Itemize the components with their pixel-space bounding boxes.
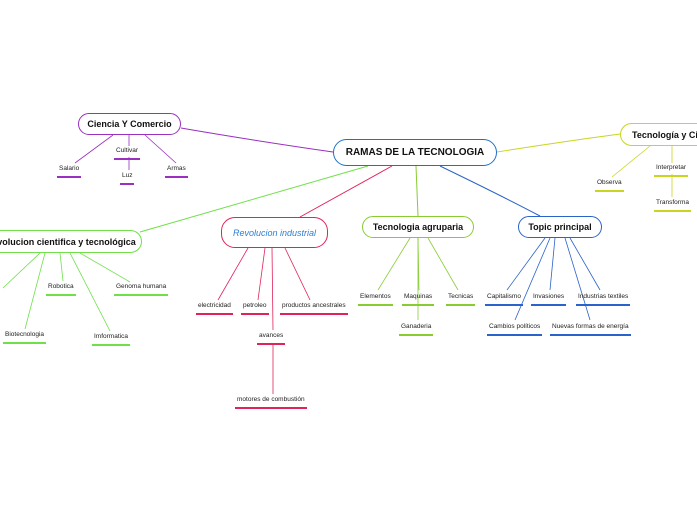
leaf-petroleo[interactable]: petroleo — [241, 301, 269, 315]
link-capitalismo — [506, 237, 546, 291]
leaf-tecnicas[interactable]: Tecnicas — [446, 292, 476, 306]
revolucion-node[interactable]: Revolucion industrial — [221, 217, 328, 248]
link-left-edge — [2, 252, 41, 289]
leaf-imformatica[interactable]: Imformatica — [92, 332, 130, 346]
tecnologia-ciencia-node[interactable]: Tecnología y Cie — [620, 123, 697, 146]
topic-principal-node[interactable]: Topic principal — [518, 216, 602, 238]
leaf-invasiones[interactable]: Invasiones — [531, 292, 567, 306]
link-root-evolucion — [139, 165, 369, 233]
leaf-energia[interactable]: Nuevas formas de energía — [550, 322, 631, 336]
leaf-transforma[interactable]: Transforma — [654, 198, 691, 212]
link-root-tecnologia-ciencia — [496, 133, 621, 153]
link-imformatica — [69, 252, 111, 332]
link-root-topic — [439, 165, 541, 217]
link-elementos — [377, 237, 411, 291]
leaf-observa[interactable]: Observa — [595, 178, 624, 192]
leaf-luz[interactable]: Luz — [120, 171, 135, 185]
root-node[interactable]: RAMAS DE LA TECNOLOGIA — [333, 139, 497, 166]
link-energia — [564, 237, 591, 321]
leaf-cultivar[interactable]: Cultivar — [114, 146, 141, 160]
link-root-agropecuaria — [415, 165, 419, 217]
leaf-industrias[interactable]: Industrias textiles — [576, 292, 631, 306]
link-salario — [74, 134, 114, 164]
link-genoma — [79, 252, 131, 283]
link-biotecnologia — [24, 252, 46, 330]
leaf-genoma[interactable]: Genoma humana — [114, 282, 169, 296]
agropecuaria-node[interactable]: Tecnologia agruparia — [362, 216, 474, 238]
leaf-avances[interactable]: avances — [257, 331, 286, 345]
link-avances — [271, 247, 274, 331]
leaf-salario[interactable]: Salario — [57, 164, 82, 178]
leaf-productos[interactable]: productos ancestrales — [280, 301, 348, 315]
link-robotica — [59, 252, 64, 282]
leaf-elementos[interactable]: Elementos — [358, 292, 393, 306]
link-root-ciencia — [180, 127, 334, 153]
link-tecnicas — [427, 237, 459, 291]
link-productos — [284, 247, 311, 301]
link-root-revolucion — [299, 165, 393, 218]
link-armas — [144, 134, 177, 164]
link-cambios — [514, 237, 551, 321]
leaf-ganaderia[interactable]: Ganaderia — [399, 322, 434, 336]
leaf-armas[interactable]: Armas — [165, 164, 188, 178]
leaf-motores[interactable]: motores de combustión — [235, 395, 307, 409]
leaf-robotica[interactable]: Robotica — [46, 282, 76, 296]
leaf-cambios[interactable]: Cambios políticos — [487, 322, 543, 336]
leaf-biotecnologia[interactable]: Biotecnologia — [3, 330, 47, 344]
leaf-electricidad[interactable]: electricidad — [196, 301, 233, 315]
ciencia-comercio-node[interactable]: Ciencia Y Comercio — [78, 113, 181, 135]
link-petroleo — [257, 247, 266, 301]
evolucion-node[interactable]: evolucion cientifica y tecnológica — [0, 230, 142, 253]
leaf-capitalismo[interactable]: Capitalismo — [485, 292, 523, 306]
link-observa — [611, 145, 651, 178]
leaf-maquinas[interactable]: Maquinas — [402, 292, 435, 306]
link-invasiones — [549, 237, 556, 291]
link-industrias — [569, 237, 601, 291]
leaf-interpretar[interactable]: Interpretar — [654, 163, 688, 177]
link-electricidad — [217, 247, 249, 301]
